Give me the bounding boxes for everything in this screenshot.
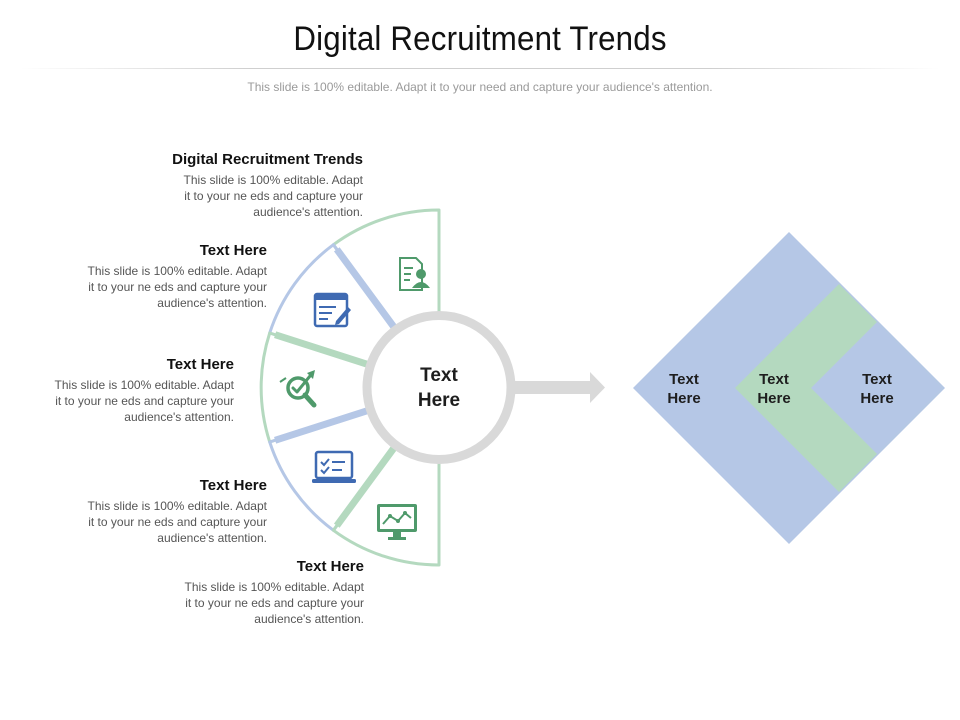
center-label: Text Here	[417, 365, 461, 411]
segment-separator	[274, 406, 372, 444]
segment-label-4: Text Here This slide is 100% editable. A…	[40, 477, 267, 546]
segment-label-1: Digital Recruitment Trends This slide is…	[130, 151, 363, 220]
page-subtitle: This slide is 100% editable. Adapt it to…	[247, 80, 713, 94]
segment-separator	[333, 247, 399, 333]
segment-heading: Text Here	[296, 558, 364, 575]
diamond-inner	[811, 322, 943, 454]
arrow-shaft	[512, 381, 592, 394]
magnifier-target-icon	[279, 370, 317, 408]
person-document-icon	[399, 257, 430, 291]
page-title: Digital Recruitment Trends	[293, 20, 667, 58]
segment-label-2: Text Here This slide is 100% editable. A…	[40, 242, 267, 311]
segment-label-3: Text Here This slide is 100% editable. A…	[10, 356, 234, 425]
arrow-head	[590, 372, 605, 403]
center-ring	[362, 311, 516, 464]
segment-separator	[333, 442, 399, 528]
title-divider	[20, 68, 940, 69]
segment-heading: Digital Recruitment Trends	[172, 151, 363, 168]
segment-heading: Text Here	[166, 356, 234, 373]
monitor-chart-icon	[377, 504, 417, 540]
laptop-checklist-icon	[312, 450, 356, 483]
segment-heading: Text Here	[199, 477, 267, 494]
browser-edit-icon	[313, 292, 351, 328]
segment-label-5: Text Here This slide is 100% editable. A…	[130, 558, 364, 627]
segment-heading: Text Here	[199, 242, 267, 259]
segment-separator	[274, 331, 372, 369]
